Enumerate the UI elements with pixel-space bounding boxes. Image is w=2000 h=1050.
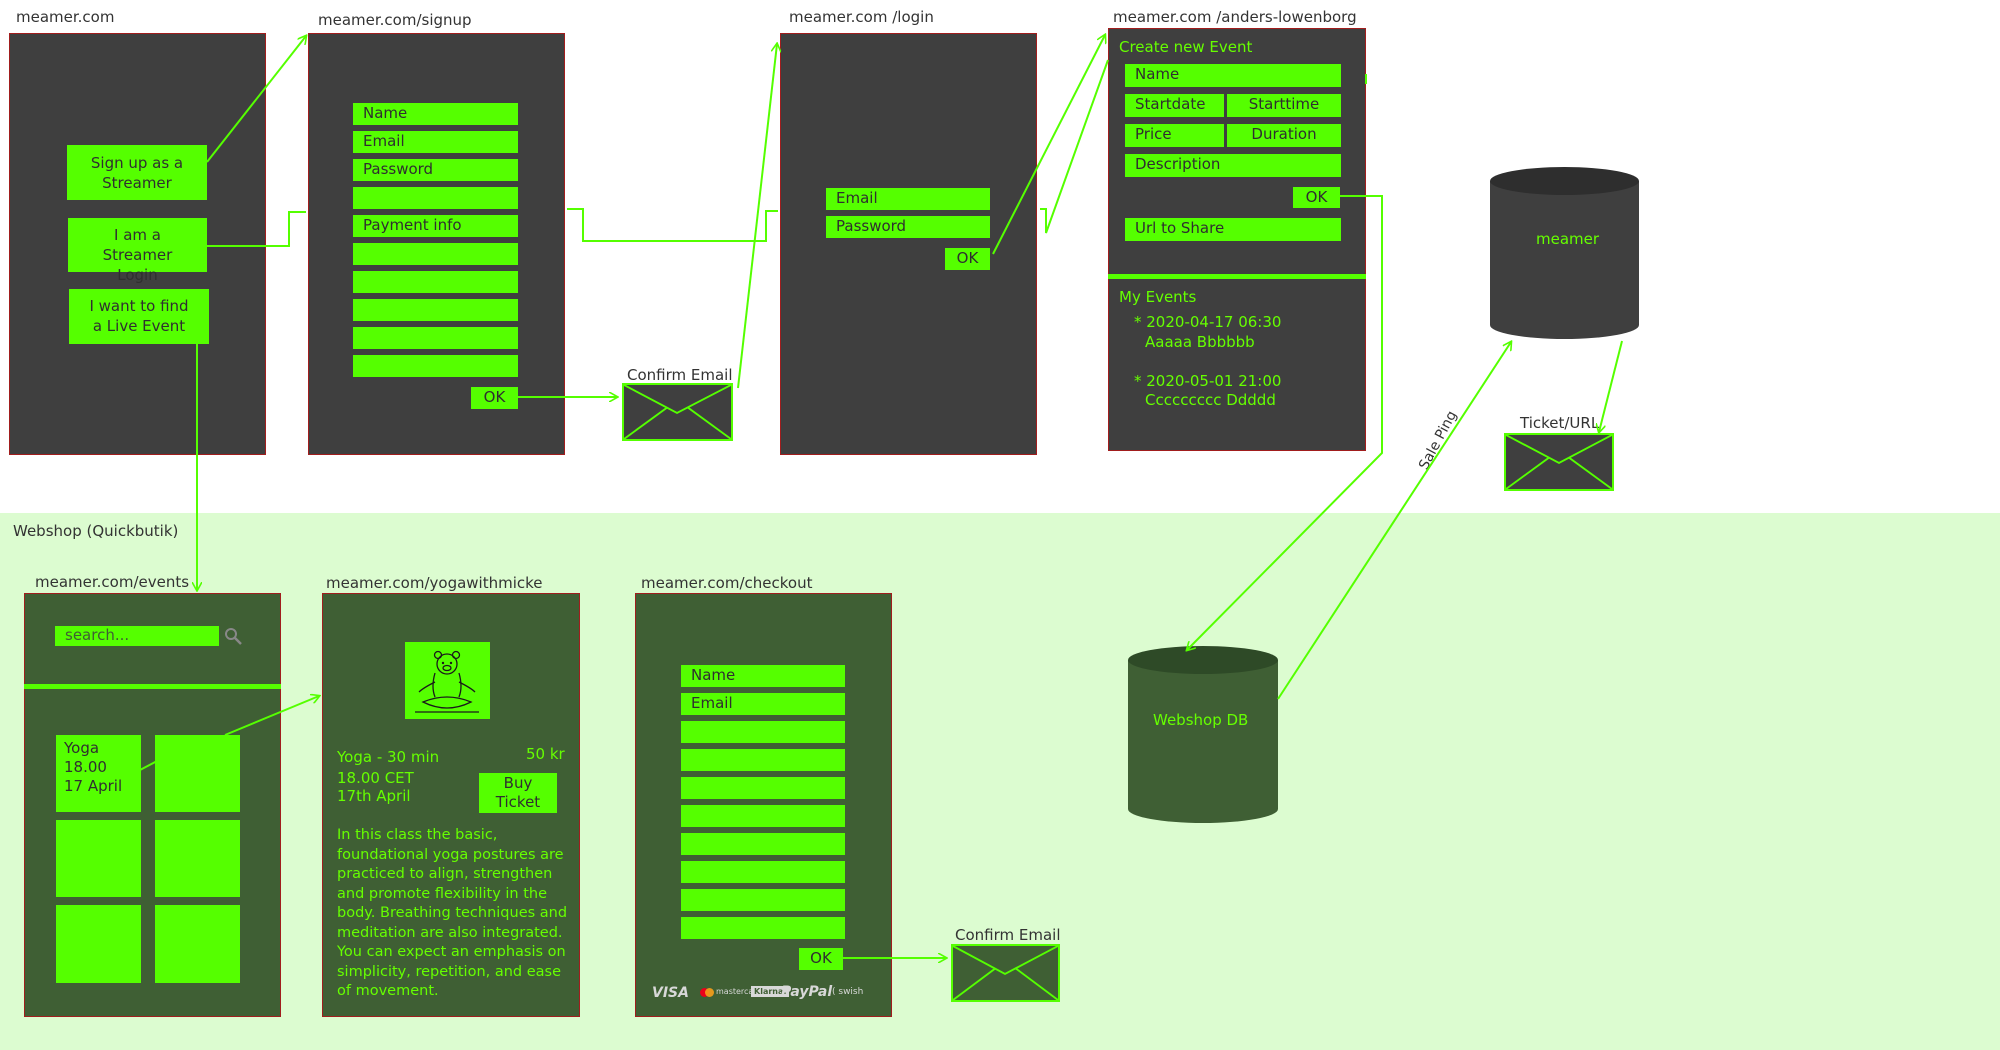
streamer-login-label: I am a Streamer Login xyxy=(102,226,173,284)
event-tile[interactable] xyxy=(155,905,240,983)
klarna-logo: Klarna. xyxy=(751,986,790,997)
webshop-database-icon xyxy=(1128,646,1278,823)
mastercard-icon xyxy=(705,988,714,997)
checkout-field[interactable] xyxy=(681,889,845,911)
event-tile[interactable] xyxy=(56,820,141,897)
checkout-ok-button[interactable]: OK xyxy=(799,948,843,970)
confirm-email-label: Confirm Email xyxy=(627,366,733,384)
login-ok-button[interactable]: OK xyxy=(945,248,990,270)
my-events-title: My Events xyxy=(1119,288,1197,306)
find-live-event-button[interactable]: I want to find a Live Event xyxy=(69,289,209,344)
event-tile-title: Yoga xyxy=(64,739,100,757)
arrow-signup-to-login xyxy=(567,208,778,242)
envelope-icon xyxy=(622,383,733,441)
swish-label: swish xyxy=(838,987,864,997)
signup-field[interactable] xyxy=(353,327,518,349)
signup-field[interactable]: Payment info xyxy=(353,215,518,237)
checkout-field[interactable] xyxy=(681,861,845,883)
login-password-field[interactable]: Password xyxy=(826,216,990,238)
checkout-field[interactable]: Name xyxy=(681,665,845,687)
home-url: meamer.com xyxy=(16,8,115,26)
event-tile[interactable] xyxy=(155,820,240,897)
profile-divider xyxy=(1108,274,1366,279)
event-tile[interactable] xyxy=(56,905,141,983)
signup-field[interactable] xyxy=(353,271,518,293)
streamer-login-button[interactable]: I am a Streamer Login xyxy=(68,218,207,284)
checkout-field[interactable] xyxy=(681,749,845,771)
yoga-date: 17th April xyxy=(337,787,411,805)
login-url: meamer.com /login xyxy=(789,8,934,26)
yoga-price: 50 kr xyxy=(526,745,565,763)
events-divider xyxy=(24,684,281,689)
login-email-field[interactable]: Email xyxy=(826,188,990,210)
mastercard-icon xyxy=(700,988,709,997)
mastercard-logo: mastercard xyxy=(716,987,762,996)
startdate-field[interactable]: Startdate xyxy=(1125,94,1224,117)
price-field[interactable]: Price xyxy=(1125,124,1224,147)
signup-field[interactable]: Email xyxy=(353,131,518,153)
checkout-field[interactable] xyxy=(681,917,845,939)
event-name[interactable]: Ccccccccc Ddddd xyxy=(1145,391,1276,409)
envelope-icon xyxy=(951,944,1060,1002)
yoga-title: Yoga - 30 min xyxy=(337,748,440,766)
signup-field[interactable] xyxy=(353,187,518,209)
envelope-icon xyxy=(1504,433,1614,491)
signup-url: meamer.com/signup xyxy=(318,11,472,29)
yoga-url: meamer.com/yogawithmicke xyxy=(326,574,543,592)
url-to-share-field[interactable]: Url to Share xyxy=(1125,218,1341,241)
find-live-event-label: I want to find a Live Event xyxy=(89,297,189,335)
visa-logo: VISA xyxy=(652,985,689,1001)
webshop-db-label: Webshop DB xyxy=(1153,711,1249,729)
swish-logo: ( swish xyxy=(832,987,864,997)
signup-field[interactable] xyxy=(353,243,518,265)
event-name-field[interactable]: Name xyxy=(1125,64,1341,87)
meamer-database-icon xyxy=(1490,167,1639,339)
event-tile[interactable]: Yoga 18.00 17 April xyxy=(56,735,141,812)
signup-streamer-label: Sign up as a Streamer xyxy=(90,154,184,192)
yoga-time: 18.00 CET xyxy=(337,769,414,787)
event-name[interactable]: Aaaaa Bbbbbb xyxy=(1145,333,1255,351)
signup-field[interactable]: Name xyxy=(353,103,518,125)
paypal-logo: PayPal xyxy=(781,984,833,1000)
sale-ping-label: Sale Ping xyxy=(1416,408,1461,473)
buy-ticket-label: Buy Ticket xyxy=(495,774,541,811)
signup-field[interactable]: Password xyxy=(353,159,518,181)
search-input[interactable]: search... xyxy=(55,626,219,646)
create-event-ok-button[interactable]: OK xyxy=(1293,187,1340,208)
profile-url: meamer.com /anders-lowenborg xyxy=(1113,8,1357,26)
arrow-confirm-to-login xyxy=(737,44,777,389)
event-tile-time: 18.00 xyxy=(64,758,107,776)
checkout-field[interactable] xyxy=(681,833,845,855)
checkout-field[interactable] xyxy=(681,805,845,827)
yoga-description: In this class the basic, foundational yo… xyxy=(337,827,568,999)
duration-field[interactable]: Duration xyxy=(1227,124,1341,147)
events-url: meamer.com/events xyxy=(35,573,190,591)
event-date[interactable]: * 2020-05-01 21:00 xyxy=(1134,372,1282,390)
signup-field[interactable] xyxy=(353,355,518,377)
buy-ticket-button[interactable]: Buy Ticket xyxy=(479,773,557,813)
checkout-field[interactable]: Email xyxy=(681,693,845,715)
create-event-title: Create new Event xyxy=(1119,38,1253,56)
ticket-url-label: Ticket/URL xyxy=(1520,414,1600,432)
meamer-db-label: meamer xyxy=(1536,230,1600,248)
arrow-ticket-url xyxy=(1599,340,1623,432)
signup-field[interactable] xyxy=(353,299,518,321)
event-tile[interactable] xyxy=(155,735,240,812)
signup-streamer-button[interactable]: Sign up as a Streamer xyxy=(67,145,207,200)
webshop-label: Webshop (Quickbutik) xyxy=(13,522,179,540)
checkout-field[interactable] xyxy=(681,721,845,743)
signup-ok-button[interactable]: OK xyxy=(471,387,518,409)
yoga-bear-image xyxy=(405,642,490,719)
event-date[interactable]: * 2020-04-17 06:30 xyxy=(1134,313,1282,331)
checkout-url: meamer.com/checkout xyxy=(641,574,813,592)
confirm-email-label: Confirm Email xyxy=(955,926,1061,944)
arrow-login-ok-profile xyxy=(1040,59,1109,234)
description-field[interactable]: Description xyxy=(1125,154,1341,177)
search-icon[interactable] xyxy=(224,627,242,645)
event-tile-date: 17 April xyxy=(64,777,123,795)
starttime-field[interactable]: Starttime xyxy=(1227,94,1341,117)
checkout-field[interactable] xyxy=(681,777,845,799)
login-screen xyxy=(780,33,1037,455)
